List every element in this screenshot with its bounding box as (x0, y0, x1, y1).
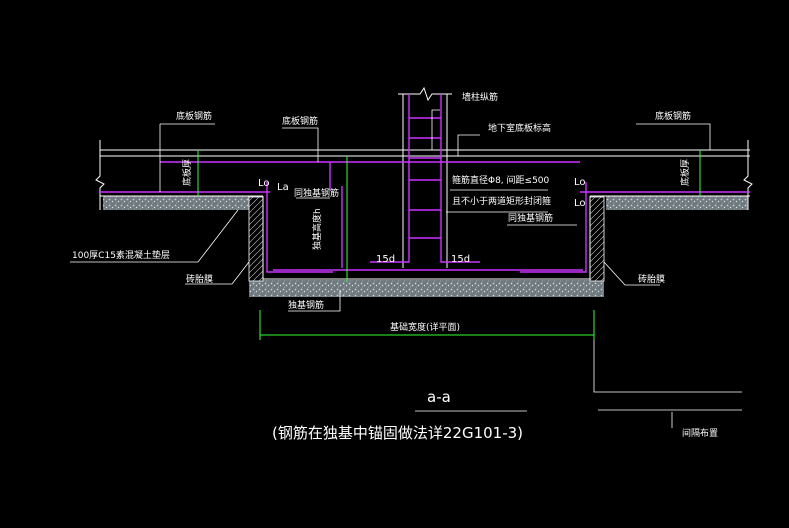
label-la-right-2: Lo (574, 198, 586, 209)
brick-molds (248, 196, 605, 282)
label-slab-thickness-left: 底板厚 (181, 159, 193, 186)
cushion-right (606, 196, 748, 210)
section-mark: a-a (427, 388, 451, 406)
label-brick-mold-left: 砖胎膜 (186, 273, 213, 285)
label-brick-mold-right: 砖胎膜 (638, 273, 665, 285)
structure-outline (95, 86, 753, 280)
label-spacing-layout: 间隔布置 (682, 427, 718, 439)
dimension-lines (197, 150, 701, 340)
label-slab-thickness-right: 底板厚 (679, 159, 691, 186)
label-hook-left: 15d (376, 254, 395, 265)
label-foundation-height: 独基高度h (311, 208, 323, 250)
brick-mold-right (589, 196, 605, 282)
label-same-foundation-rebar-left: 同独基钢筋 (294, 187, 339, 199)
label-cushion: 100厚C15素混凝土垫层 (72, 249, 170, 261)
rebar (100, 94, 750, 273)
brick-mold-left (248, 196, 264, 282)
label-la-left-1: Lo (258, 178, 270, 189)
label-bottom-slab-rebar-left: 底板钢筋 (176, 110, 212, 122)
label-foundation-width: 基础宽度(详平面) (390, 321, 460, 333)
cushion-left (103, 196, 249, 210)
section-title: (钢筋在独基中锚固做法详22G101-3) (272, 424, 523, 442)
leader-lines (70, 109, 742, 428)
label-isolated-foundation-rebar: 独基钢筋 (288, 299, 324, 311)
label-bottom-slab-rebar-mid: 底板钢筋 (282, 115, 318, 127)
label-la-left-2: La (277, 182, 289, 193)
cushion-bottom (249, 280, 604, 297)
label-hook-right: 15d (451, 254, 470, 265)
label-stirrup-note-2: 且不小于两道矩形封闭箍 (452, 195, 551, 207)
label-stirrup-note-1: 箍筋直径Φ8, 间距≤500 (452, 174, 550, 186)
label-la-right-1: Lo (574, 177, 586, 188)
label-bottom-slab-rebar-right: 底板钢筋 (655, 110, 691, 122)
label-column-rebar: 墙柱纵筋 (462, 91, 498, 103)
cushion-layer (103, 196, 748, 297)
label-same-foundation-rebar-right: 同独基钢筋 (508, 212, 553, 224)
label-basement-floor-elevation: 地下室底板标高 (488, 122, 551, 134)
